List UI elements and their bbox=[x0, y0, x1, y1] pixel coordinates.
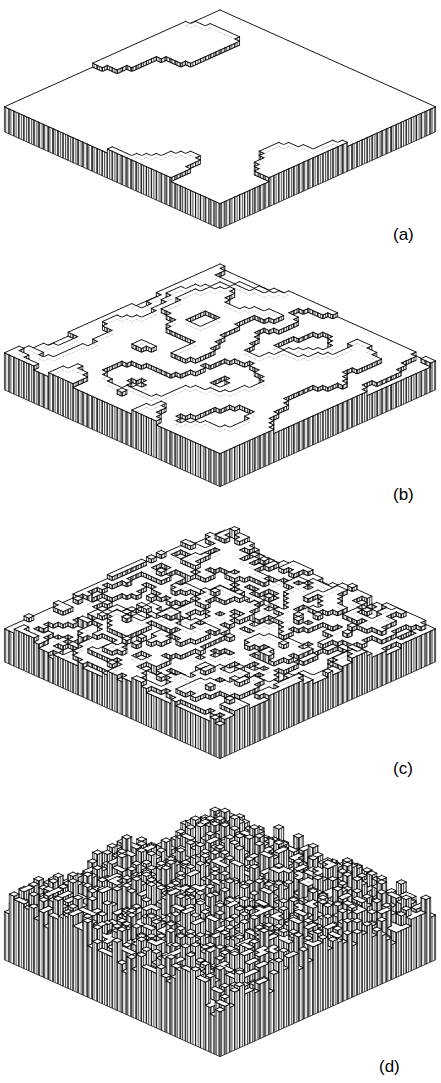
step-side bbox=[357, 140, 362, 167]
step-side bbox=[83, 142, 88, 169]
step-side bbox=[14, 111, 19, 138]
surface-panel bbox=[4, 10, 435, 229]
step-side bbox=[421, 111, 426, 138]
step-side bbox=[387, 127, 392, 154]
step-side bbox=[112, 151, 117, 182]
step-side bbox=[73, 138, 78, 165]
step-side bbox=[347, 144, 352, 171]
step-side bbox=[44, 124, 49, 151]
step-side bbox=[362, 138, 367, 165]
step-side bbox=[396, 122, 401, 149]
step-side bbox=[352, 142, 357, 169]
step-side bbox=[68, 135, 73, 162]
step-side bbox=[426, 109, 431, 136]
step-side bbox=[333, 147, 338, 178]
step-side bbox=[411, 116, 416, 143]
step-side bbox=[24, 116, 29, 143]
step-side bbox=[53, 129, 58, 156]
step-side bbox=[406, 118, 411, 145]
step-side bbox=[338, 145, 343, 176]
step-side bbox=[63, 133, 68, 160]
step-side bbox=[377, 131, 382, 158]
step-side bbox=[367, 135, 372, 162]
step-side bbox=[49, 127, 54, 154]
step-side bbox=[78, 140, 83, 167]
step-side bbox=[29, 118, 34, 145]
step-side bbox=[4, 107, 9, 134]
step-side bbox=[416, 113, 421, 140]
step-side bbox=[93, 146, 98, 173]
step-side bbox=[107, 149, 112, 180]
step-side bbox=[392, 124, 397, 151]
step-side bbox=[58, 131, 63, 158]
step-side bbox=[88, 144, 93, 171]
step-side bbox=[431, 107, 436, 134]
step-side bbox=[9, 109, 14, 136]
step-side bbox=[34, 120, 39, 147]
step-side bbox=[372, 133, 377, 160]
step-side bbox=[98, 149, 103, 176]
step-side bbox=[39, 122, 44, 149]
step-side bbox=[401, 120, 406, 147]
step-side bbox=[328, 149, 333, 180]
step-side bbox=[382, 129, 387, 156]
step-side bbox=[102, 151, 107, 178]
step-side bbox=[343, 142, 348, 173]
step-side bbox=[19, 113, 24, 140]
